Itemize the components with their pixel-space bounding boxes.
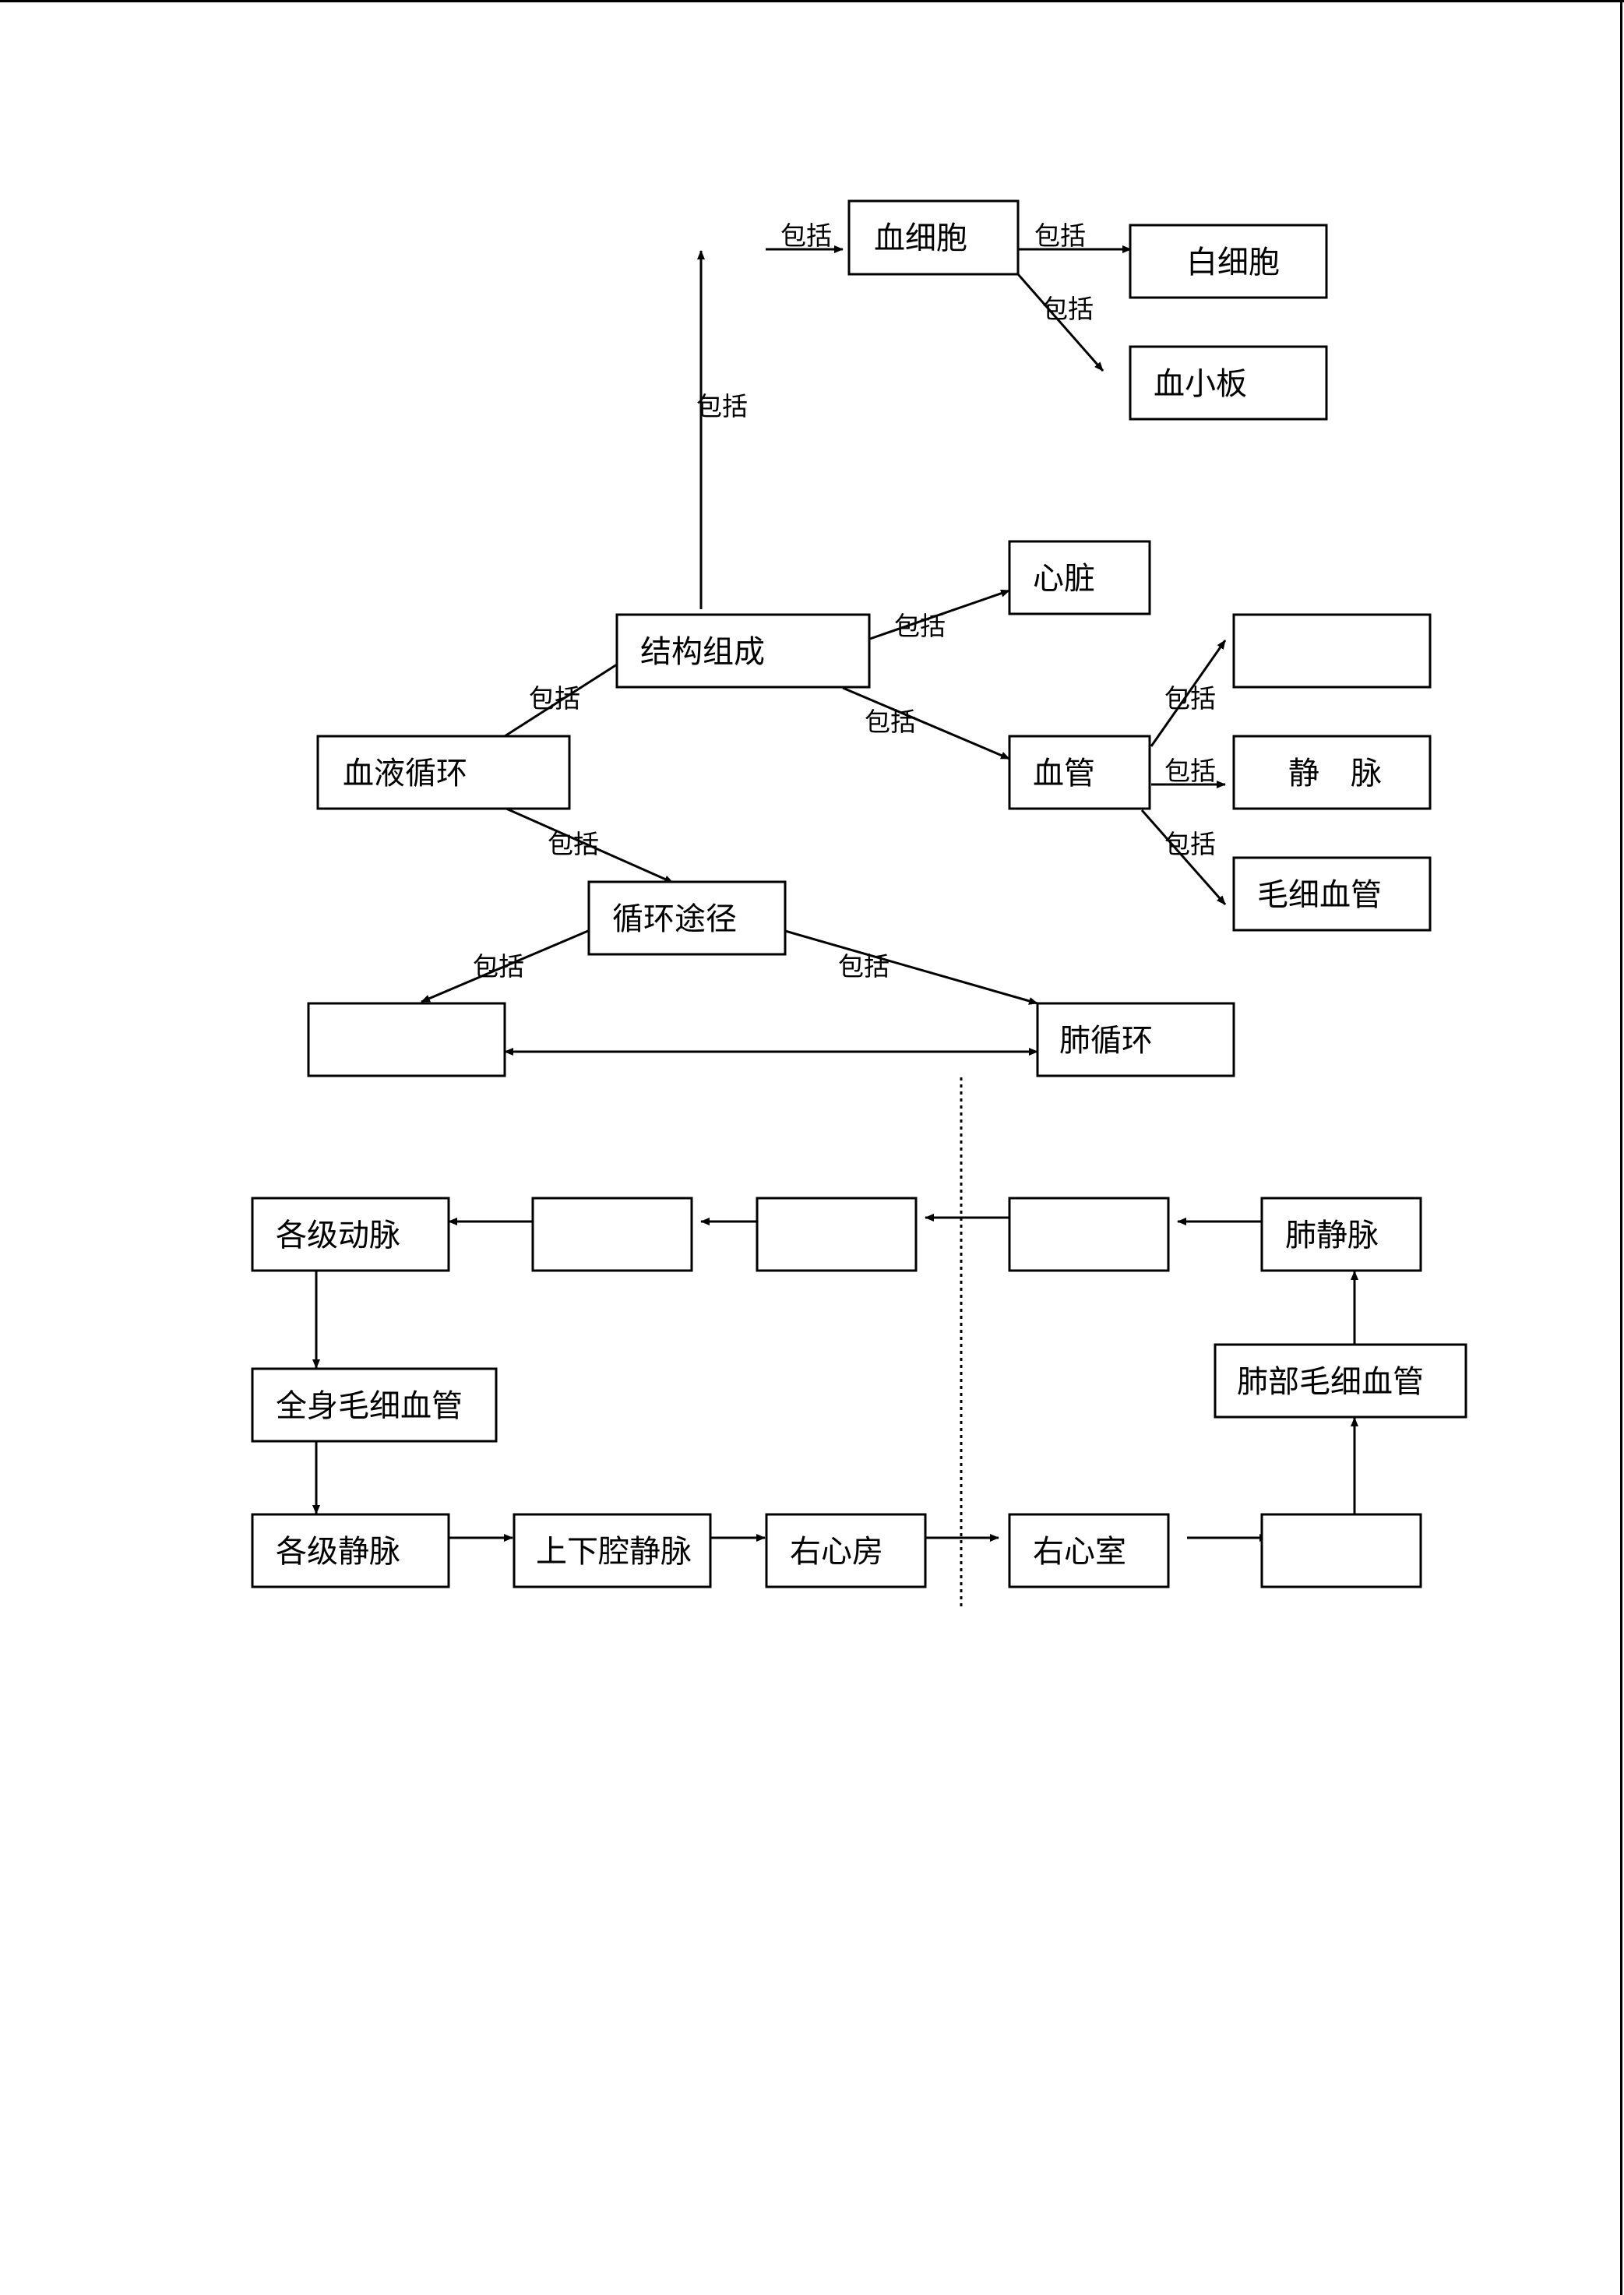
flow-node-veins: 各级静脉	[251, 1513, 450, 1588]
edge-label-to-white: 包括	[1034, 220, 1086, 251]
edge-label-to-capillaries: 包括	[1164, 829, 1216, 859]
node-white-blood-cells-label: 白细胞	[1186, 245, 1280, 280]
edge-labels: 包括 包括 包括 包括 包括 包括 包括 包括 包括 包括 包括 包括 包括	[473, 220, 1216, 982]
edge-vessels-to-capillaries	[1140, 809, 1227, 905]
node-white-blood-cells: 白细胞	[1129, 224, 1328, 299]
edge-label-to-pulmonary: 包括	[838, 951, 890, 982]
flow-node-right-ventricle: 右心室	[1008, 1513, 1170, 1588]
node-blank-vessel-top	[1232, 613, 1432, 689]
flow-node-blank-2	[756, 1197, 918, 1272]
edge-structure-to-vessels	[842, 686, 1010, 760]
flow-node-pulmonary-veins: 肺静脉	[1260, 1197, 1422, 1272]
edge-label-to-blank-vessel: 包括	[1164, 683, 1216, 714]
node-blood-cells-label: 血细胞	[874, 220, 967, 256]
node-veins: 静 脉	[1232, 735, 1432, 810]
node-blood-circulation-label: 血液循环	[343, 756, 467, 791]
edge-label-to-blood-cells: 包括	[780, 220, 832, 251]
flow-node-body-capillaries-label: 全身毛细血管	[276, 1388, 463, 1424]
edge-label-to-path: 包括	[548, 829, 599, 859]
edge-structure-to-heart	[869, 589, 1010, 640]
edge-label-to-heart: 包括	[894, 611, 946, 641]
edges-upper	[421, 245, 1227, 1056]
node-platelets: 血小板	[1129, 345, 1328, 421]
node-blood-vessels: 血管	[1008, 735, 1151, 810]
flow-node-arteries: 各级动脉	[251, 1197, 450, 1272]
flow-node-right-atrium-label: 右心房	[790, 1534, 883, 1570]
node-blank-systemic	[307, 1002, 506, 1077]
edge-circulation-to-path	[506, 807, 674, 884]
flow-node-arteries-label: 各级动脉	[276, 1218, 400, 1253]
node-capillaries: 毛细血管	[1232, 856, 1432, 932]
edge-label-structure-up: 包括	[696, 391, 748, 421]
edge-label-to-structure: 包括	[529, 683, 580, 714]
nodes-upper: 血液循环 结构组成 血细胞 白细胞 血小板 心脏	[307, 199, 1432, 1077]
flow-node-blank-1	[531, 1197, 693, 1272]
node-blood-vessels-label: 血管	[1033, 756, 1095, 791]
node-heart-label: 心脏	[1033, 561, 1095, 597]
flow-node-vena-cava: 上下腔静脉	[513, 1513, 712, 1588]
edge-label-to-platelets: 包括	[1042, 294, 1094, 324]
flow-node-veins-label: 各级静脉	[276, 1534, 400, 1570]
node-circulation-path-label: 循环途径	[612, 901, 737, 937]
node-structure: 结构组成	[615, 613, 871, 689]
flow-node-lung-capillaries: 肺部毛细血管	[1214, 1343, 1467, 1419]
page-border-right	[1620, 0, 1622, 2295]
node-veins-label: 静 脉	[1288, 756, 1382, 791]
flow-node-right-atrium: 右心房	[765, 1513, 927, 1588]
page-border-top	[0, 0, 1624, 2]
flow-node-lung-capillaries-label: 肺部毛细血管	[1237, 1364, 1424, 1400]
flow-node-blank-3	[1008, 1197, 1170, 1272]
edge-label-to-systemic: 包括	[473, 951, 524, 982]
node-blood-circulation: 血液循环	[316, 735, 571, 810]
flow-node-vena-cava-label: 上下腔静脉	[536, 1534, 692, 1570]
node-capillaries-label: 毛细血管	[1257, 877, 1382, 913]
edge-blood-cells-to-platelets	[1016, 273, 1104, 372]
node-platelets-label: 血小板	[1154, 366, 1247, 402]
edge-path-to-pulmonary	[784, 929, 1038, 1005]
flow-node-right-ventricle-label: 右心室	[1033, 1534, 1126, 1570]
edge-label-to-veins: 包括	[1164, 756, 1216, 786]
node-circulation-path: 循环途径	[587, 880, 787, 956]
edge-vessels-to-blank	[1150, 640, 1227, 747]
edge-path-to-systemic	[421, 929, 589, 1003]
flow-node-blank-4	[1260, 1513, 1422, 1588]
edge-circulation-to-structure	[504, 663, 618, 738]
node-heart: 心脏	[1008, 540, 1151, 615]
nodes-flow: 各级动脉 肺静脉 全身毛细血管	[251, 1197, 1467, 1588]
node-pulmonary-circulation: 肺循环	[1036, 1002, 1235, 1077]
flow-node-body-capillaries: 全身毛细血管	[251, 1367, 498, 1443]
node-pulmonary-circulation-label: 肺循环	[1059, 1023, 1153, 1059]
node-blood-cells: 血细胞	[847, 199, 1020, 276]
node-structure-label: 结构组成	[640, 634, 765, 670]
flow-node-pulmonary-veins-label: 肺静脉	[1285, 1218, 1379, 1253]
edge-label-to-vessels: 包括	[865, 707, 916, 737]
